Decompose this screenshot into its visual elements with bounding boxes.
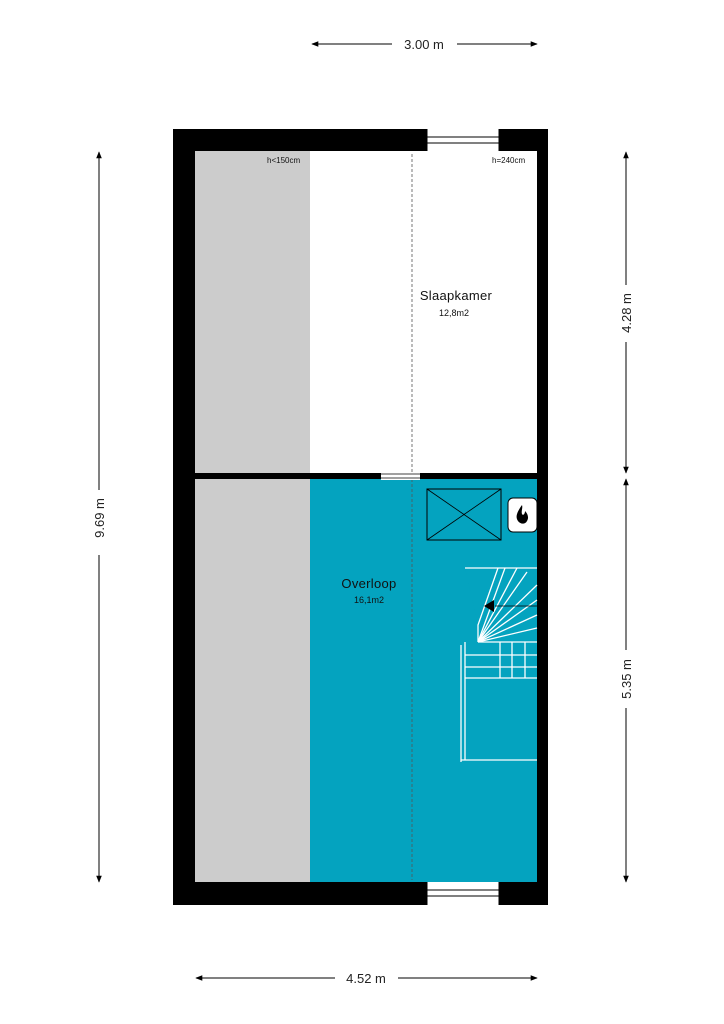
boiler-flame-icon [507, 497, 538, 533]
overloop-floor [310, 479, 537, 882]
room-area-slaapkamer: 12,8m2 [439, 308, 469, 318]
dimension-upper-height-label: 4.28 m [619, 293, 634, 333]
room-name-overloop: Overloop [341, 576, 396, 591]
stair-direction-arrow-icon [484, 600, 537, 612]
dimension-lower-height: 5.35 m [619, 478, 634, 883]
door-opening [381, 472, 420, 480]
height-note-low: h<150cm [267, 156, 300, 165]
dimension-top-width: 3.00 m [311, 37, 538, 52]
dimension-total-height: 9.69 m [92, 151, 107, 883]
height-note-full: h=240cm [492, 156, 525, 165]
dimension-upper-height: 4.28 m [619, 151, 634, 474]
window-bottom [426, 882, 500, 905]
room-area-overloop: 16,1m2 [354, 595, 384, 605]
dimension-total-height-label: 9.69 m [92, 498, 107, 538]
dimension-lower-height-label: 5.35 m [619, 659, 634, 699]
staircase [460, 567, 538, 762]
low-ceiling-zone-upper [195, 151, 310, 473]
skylight-x-icon [426, 488, 502, 541]
window-top [426, 129, 500, 151]
dimension-bottom-width-label: 4.52 m [346, 971, 386, 986]
dimension-bottom-width: 4.52 m [195, 971, 538, 986]
room-name-slaapkamer: Slaapkamer [420, 288, 493, 303]
interior-wall [195, 473, 537, 479]
low-ceiling-zone-lower [195, 479, 310, 882]
dimension-top-width-label: 3.00 m [404, 37, 444, 52]
